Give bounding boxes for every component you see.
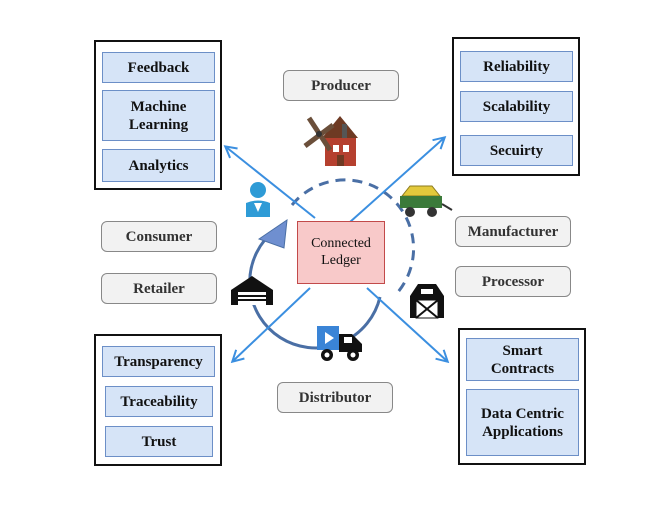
group-top-right: Reliability Scalability Secuirty bbox=[452, 37, 580, 176]
role-producer: Producer bbox=[283, 70, 399, 101]
center-connected-ledger: Connected Ledger bbox=[297, 221, 385, 284]
feature-transparency: Transparency bbox=[102, 346, 215, 377]
feature-data-centric-applications: Data Centric Applications bbox=[466, 389, 579, 456]
feature-machine-learning: Machine Learning bbox=[102, 90, 215, 141]
feature-reliability: Reliability bbox=[460, 51, 573, 82]
tractor-trailer-icon bbox=[400, 185, 453, 217]
group-top-left: Feedback Machine Learning Analytics bbox=[94, 40, 222, 190]
role-consumer: Consumer bbox=[101, 221, 217, 252]
feature-analytics: Analytics bbox=[102, 149, 215, 182]
feature-scalability: Scalability bbox=[460, 91, 573, 122]
role-retailer: Retailer bbox=[101, 273, 217, 304]
delivery-truck-icon bbox=[317, 326, 362, 361]
person-icon bbox=[246, 182, 270, 217]
warehouse-icon bbox=[231, 276, 273, 305]
feature-security: Secuirty bbox=[460, 135, 573, 166]
group-bottom-right: Smart Contracts Data Centric Application… bbox=[458, 328, 586, 465]
cycle-arc-dashed bbox=[290, 178, 416, 293]
cycle-arc-solid bbox=[248, 228, 382, 350]
role-manufacturer: Manufacturer bbox=[455, 216, 571, 247]
feature-traceability: Traceability bbox=[105, 386, 213, 417]
arrow-top-left bbox=[226, 147, 316, 219]
windmill-farmhouse-icon bbox=[303, 116, 358, 166]
feature-smart-contracts: Smart Contracts bbox=[466, 338, 579, 381]
cycle-arrowhead bbox=[257, 218, 288, 249]
arrow-bottom-right bbox=[366, 287, 447, 361]
group-bottom-left: Transparency Traceability Trust bbox=[94, 334, 222, 466]
role-processor: Processor bbox=[455, 266, 571, 297]
role-distributor: Distributor bbox=[277, 382, 393, 413]
barn-icon bbox=[410, 284, 444, 319]
feature-trust: Trust bbox=[105, 426, 213, 457]
feature-feedback: Feedback bbox=[102, 52, 215, 83]
arrow-bottom-left bbox=[233, 287, 311, 361]
arrow-top-right bbox=[349, 138, 444, 223]
